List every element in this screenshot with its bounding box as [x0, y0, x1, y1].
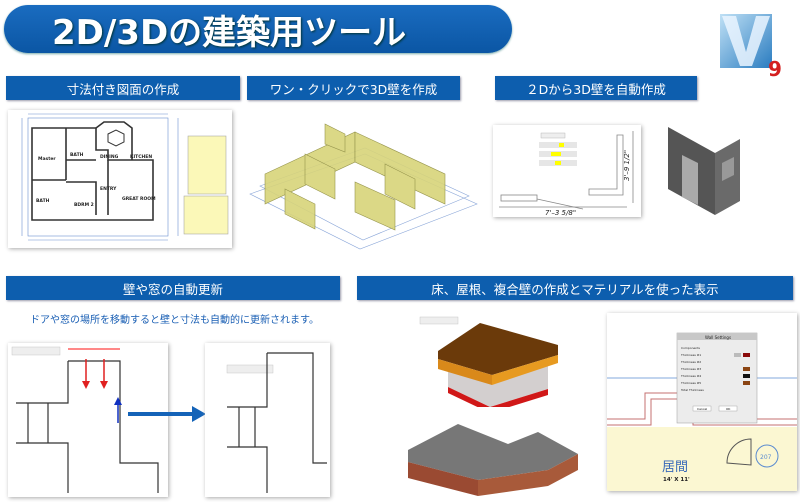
section-label: 壁や窓の自動更新 [122, 281, 223, 297]
field-label: Components [681, 346, 700, 350]
section-header-auto-update: 壁や窓の自動更新 [6, 276, 340, 300]
field-label: Thickness #5 [680, 381, 701, 385]
2d-wall-plan-image: 7'–3 5/8" 3'–9 1/2" [493, 125, 641, 217]
section-label: 床、屋根、複合壁の作成とマテリアルを使った表示 [431, 281, 719, 297]
roof-floor-3d-image [418, 315, 563, 413]
field-label: Thickness #1 [680, 353, 701, 357]
plan-after-move-image [205, 343, 330, 497]
room-label: Master [38, 156, 56, 162]
room-label: BDRM 2 [74, 202, 94, 208]
section-label: 寸法付き図面の作成 [66, 81, 180, 97]
3d-wall-corner-image [660, 125, 750, 217]
room-label: KITCHEN [130, 154, 152, 160]
3d-walls-image [245, 104, 479, 252]
logo-version: 9 [768, 57, 782, 78]
floor-plan-image: Master BATH DINING KITCHEN ENTRY BDRM 2 … [8, 110, 232, 248]
page-title: 2D/3Dの建築用ツール [52, 12, 407, 53]
wall-settings-image: 207 居間 14' X 11' Wall Settings Component… [607, 313, 797, 491]
auto-update-caption: ドアや窓の場所を移動すると壁と寸法も自動的に更新されます。 [30, 315, 319, 326]
room-label: GREAT ROOM [122, 196, 156, 202]
section-label: ワン・クリックで3D壁を作成 [269, 81, 438, 97]
cancel-label: Cancel [697, 407, 707, 411]
ok-label: OK [726, 407, 731, 411]
section-header-materials: 床、屋根、複合壁の作成とマテリアルを使った表示 [357, 276, 793, 300]
vertical-dimension: 3'–9 1/2" [623, 150, 631, 181]
room-name: 居間 [662, 460, 688, 475]
field-label: Total Thickness [680, 388, 704, 392]
room-label: DINING [100, 154, 119, 160]
section-header-2d-to-3d: ２Dから3D壁を自動作成 [495, 76, 697, 100]
wall-settings-dialog: Wall Settings Components Thickness #1 Th… [676, 332, 758, 424]
house-3d-render-image [398, 410, 583, 498]
field-label: Thickness #4 [680, 374, 701, 378]
room-label: BATH [36, 198, 50, 204]
page-title-banner: 2D/3Dの建築用ツール [4, 5, 512, 53]
room-size: 14' X 11' [663, 477, 690, 483]
app-logo: 9 [718, 12, 782, 81]
right-arrow-icon [128, 404, 208, 424]
plan-before-move-image [8, 343, 168, 497]
horizontal-dimension: 7'–3 5/8" [545, 209, 576, 217]
cancel-button[interactable] [692, 405, 712, 412]
section-label: ２Dから3D壁を自動作成 [526, 81, 666, 97]
section-header-one-click-3d: ワン・クリックで3D壁を作成 [247, 76, 460, 100]
door-schedule-table [183, 195, 229, 235]
section-header-dimensioned-drawings: 寸法付き図面の作成 [6, 76, 240, 100]
field-label: Thickness #3 [680, 367, 701, 371]
room-tag: 207 [760, 454, 772, 461]
room-label: BATH [70, 152, 84, 158]
field-label: Thickness #2 [680, 360, 701, 364]
dialog-title: Wall Settings [705, 335, 731, 340]
window-schedule-table [187, 135, 227, 195]
ok-button[interactable] [718, 405, 738, 412]
room-label: ENTRY [100, 186, 117, 192]
